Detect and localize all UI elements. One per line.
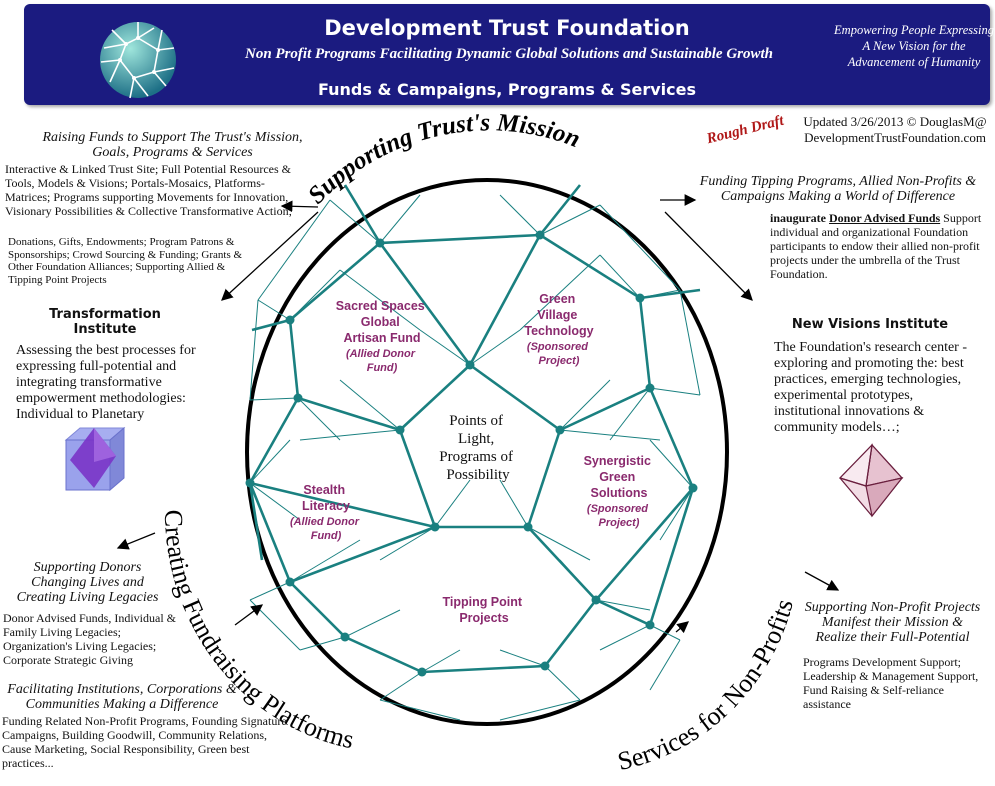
- globe-logo-icon: [100, 22, 176, 99]
- facilitating-institutions-body: Funding Related Non-Profit Programs, Fou…: [2, 714, 287, 770]
- supporting-donors-heading: Supporting Donors Changing Lives and Cre…: [16, 560, 159, 605]
- arrows: [116, 194, 840, 634]
- points-of-light-label: Points of Light, Programs of Possibility: [439, 413, 517, 483]
- supporting-nonprofits-heading: Supporting Non-Profit Projects Manifest …: [804, 600, 981, 645]
- synergistic-green-sub: (Sponsored Project): [587, 503, 651, 529]
- new-visions-institute-title: New Visions Institute: [791, 317, 949, 332]
- stealth-literacy-label: Stealth Literacy: [302, 483, 350, 513]
- raising-funds-heading: Raising Funds to Support The Trust's Mis…: [42, 130, 303, 160]
- donor-advised-funds-body: Support individual and organizational Fo…: [770, 211, 982, 281]
- funds-programs-heading: Funds & Campaigns, Programs & Services: [317, 80, 697, 99]
- sphere-thick-lines: [248, 184, 701, 674]
- new-visions-octahedron-icon: [838, 443, 904, 518]
- supporting-nonprofits-body: Programs Development Support; Leadership…: [803, 655, 979, 711]
- inaugurate-label: inaugurate: [770, 211, 827, 225]
- supporting-donors-body: Donor Advised Funds, Individual & Family…: [3, 611, 176, 667]
- raising-funds-body2: Donations, Gifts, Endowments; Program Pa…: [8, 236, 243, 286]
- donor-advised-funds-link[interactable]: Donor Advised Funds: [829, 211, 941, 225]
- header-banner: Development Trust Foundation Non Profit …: [24, 4, 994, 105]
- transformation-cube-icon: [64, 426, 126, 492]
- donor-advised-funds-block: inaugurate Donor Advised Funds Support i…: [770, 211, 985, 281]
- sacred-spaces-sub: (Allied Donor Fund): [346, 348, 418, 374]
- raising-funds-body: Interactive & Linked Trust Site; Full Po…: [5, 162, 292, 218]
- sacred-spaces-label: Sacred Spaces Global Artisan Fund: [336, 299, 428, 345]
- new-visions-institute-body: The Foundation's research center - explo…: [774, 340, 967, 435]
- green-village-sub: (Sponsored Project): [527, 341, 591, 367]
- sphere-nodes: [245, 230, 698, 677]
- tipping-point-label: Tipping Point Projects: [442, 595, 525, 625]
- tagline: Empowering People Expressing A New Visio…: [834, 23, 994, 69]
- green-village-label: Green Village Technology: [524, 292, 593, 338]
- facilitating-institutions-heading: Facilitating Institutions, Corporations …: [7, 682, 237, 712]
- transformation-institute-title: Transformation Institute: [49, 307, 161, 337]
- transformation-institute-body: Assessing the best processes for express…: [16, 343, 196, 422]
- credit-site-link[interactable]: DevelopmentTrustFoundation.com: [804, 130, 986, 145]
- updated-date: Updated 3/26/2013 © DouglasM@: [803, 114, 987, 129]
- funding-tipping-heading: Funding Tipping Programs, Allied Non-Pro…: [699, 174, 977, 204]
- synergistic-green-label: Synergistic Green Solutions: [584, 454, 655, 500]
- stealth-literacy-sub: (Allied Donor Fund): [290, 516, 362, 542]
- page-title: Development Trust Foundation: [324, 16, 690, 40]
- updated-credit: Updated 3/26/2013 © DouglasM@ Developmen…: [795, 114, 995, 146]
- page-subtitle: Non Profit Programs Facilitating Dynamic…: [244, 46, 774, 62]
